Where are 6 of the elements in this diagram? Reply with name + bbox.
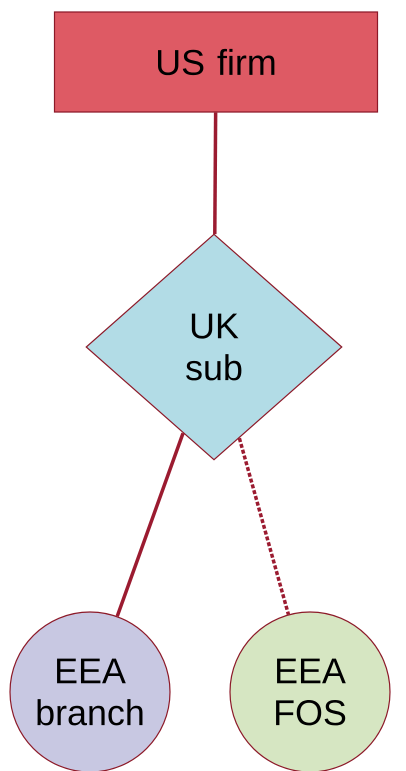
circle-node: EEA branch (9, 611, 171, 771)
circle-node: EEA FOS (229, 611, 391, 771)
connector-line (238, 438, 290, 615)
connector-line (213, 112, 218, 234)
box-node: US firm (54, 11, 378, 113)
connector-line (116, 432, 185, 617)
